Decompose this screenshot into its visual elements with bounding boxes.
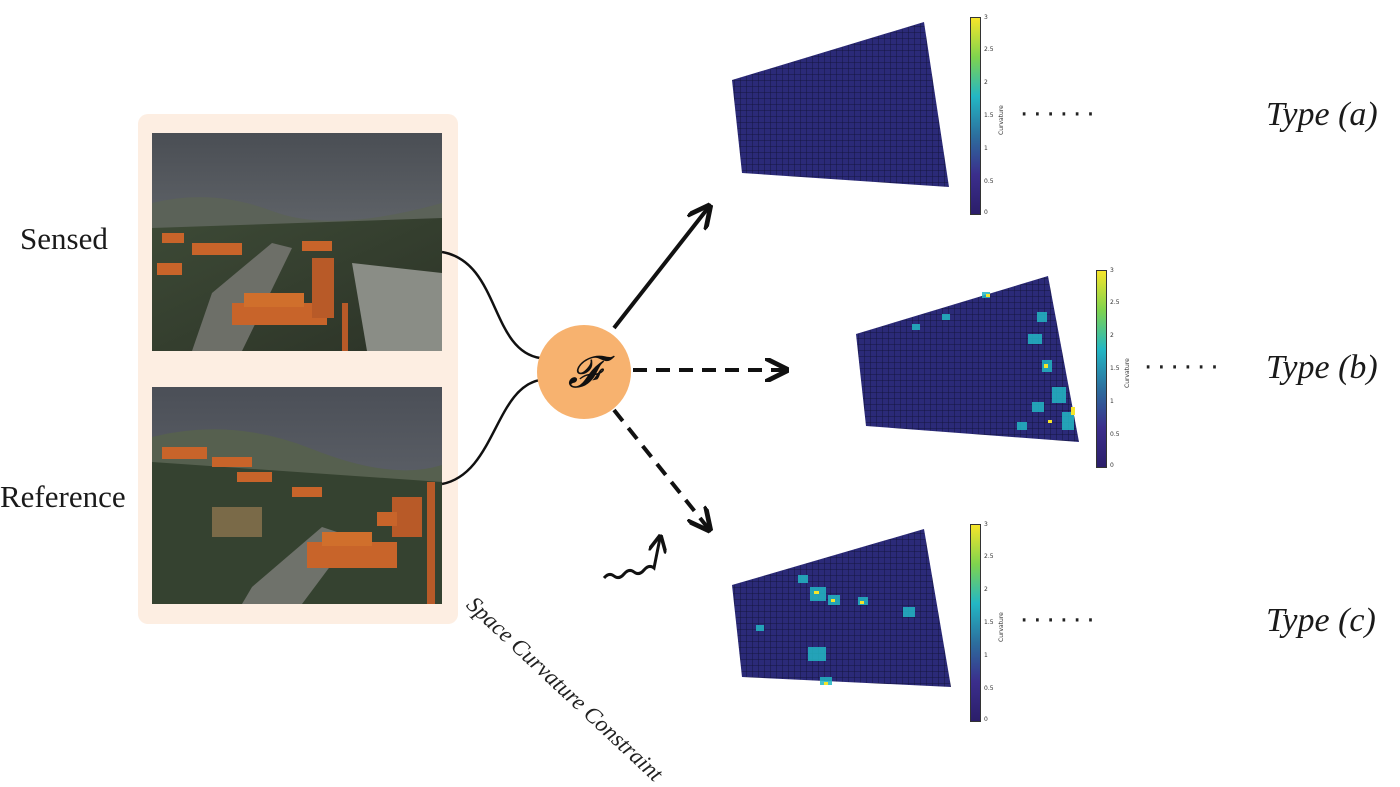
operator-node: 𝓕 <box>537 325 631 419</box>
reference-connector <box>441 378 541 486</box>
colorbar-a: 3 2.5 2 1.5 1 0.5 0 Curvature <box>970 14 1010 217</box>
arrow-type-c <box>612 408 708 528</box>
colorbar-tick: 2.5 <box>1110 299 1120 306</box>
type-c-label: Type (c) <box>1266 602 1376 639</box>
colorbar-tick: 1 <box>1110 398 1114 405</box>
colorbar-tick: 2 <box>1110 332 1114 339</box>
colorbar-tick: 1 <box>984 652 988 659</box>
colorbar-tick: 0.5 <box>1110 431 1120 438</box>
colorbar-tick: 1.5 <box>1110 365 1120 372</box>
colorbar-tick: 2.5 <box>984 553 994 560</box>
colorbar-tick: 1.5 <box>984 619 994 626</box>
colorbar-tick: 3 <box>984 14 988 21</box>
ellipsis-c: ······ <box>1020 606 1100 636</box>
colorbar-tick: 0.5 <box>984 685 994 692</box>
arrow-type-a <box>612 208 708 330</box>
colorbar-title: Curvature <box>998 612 1005 642</box>
colorbar-tick: 0 <box>984 716 988 723</box>
type-a-label: Type (a) <box>1266 96 1378 133</box>
mesh-type-b <box>856 276 1079 442</box>
colorbar-b: 3 2.5 2 1.5 1 0.5 0 Curvature <box>1096 267 1136 470</box>
colorbar-title: Curvature <box>1124 358 1131 388</box>
colorbar-tick: 0 <box>1110 462 1114 469</box>
colorbar-tick: 3 <box>1110 267 1114 274</box>
colorbar-tick: 1.5 <box>984 112 994 119</box>
mesh-type-c <box>732 529 951 687</box>
ellipsis-b: ······ <box>1144 353 1224 383</box>
sensed-label: Sensed <box>20 221 108 256</box>
sensed-connector <box>441 250 541 360</box>
reference-label: Reference <box>0 479 126 514</box>
colorbar-tick: 1 <box>984 145 988 152</box>
reference-image <box>152 387 442 604</box>
colorbar-title: Curvature <box>998 105 1005 135</box>
type-b-label: Type (b) <box>1266 349 1378 386</box>
colorbar-c: 3 2.5 2 1.5 1 0.5 0 Curvature <box>970 521 1010 724</box>
colorbar-tick: 2 <box>984 586 988 593</box>
colorbar-tick: 2 <box>984 79 988 86</box>
colorbar-tick: 0 <box>984 209 988 216</box>
ellipsis-a: ······ <box>1020 100 1100 130</box>
colorbar-tick: 3 <box>984 521 988 528</box>
constraint-squiggle-arrow <box>602 538 660 580</box>
connector-layer <box>441 0 1400 580</box>
colorbar-tick: 0.5 <box>984 178 994 185</box>
sensed-image <box>152 133 442 351</box>
mesh-type-a <box>732 22 949 187</box>
colorbar-tick: 2.5 <box>984 46 994 53</box>
